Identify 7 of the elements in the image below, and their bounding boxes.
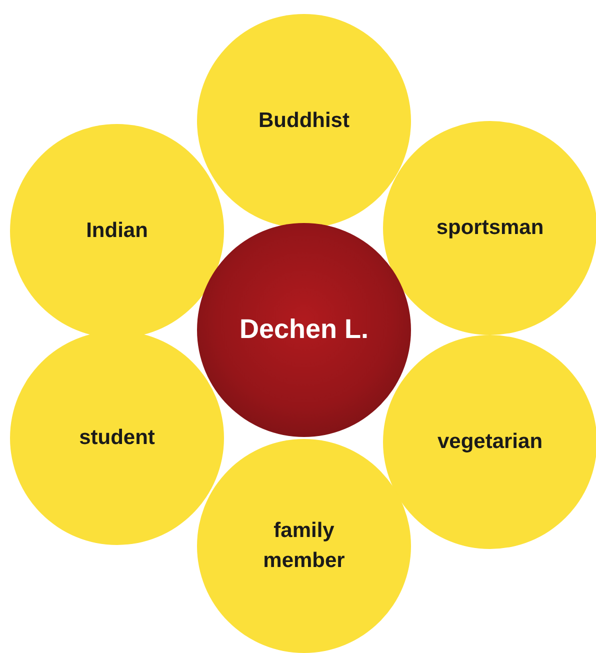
circle-label: student [79,424,155,451]
circle-label: vegetarian [437,428,543,455]
circle-label: Dechen L. [239,313,369,346]
circle-label: Indian [86,218,148,244]
circle-label: Buddhist [258,108,350,134]
circle-label: family member [262,518,346,574]
circle-label: sportsman [436,214,544,241]
